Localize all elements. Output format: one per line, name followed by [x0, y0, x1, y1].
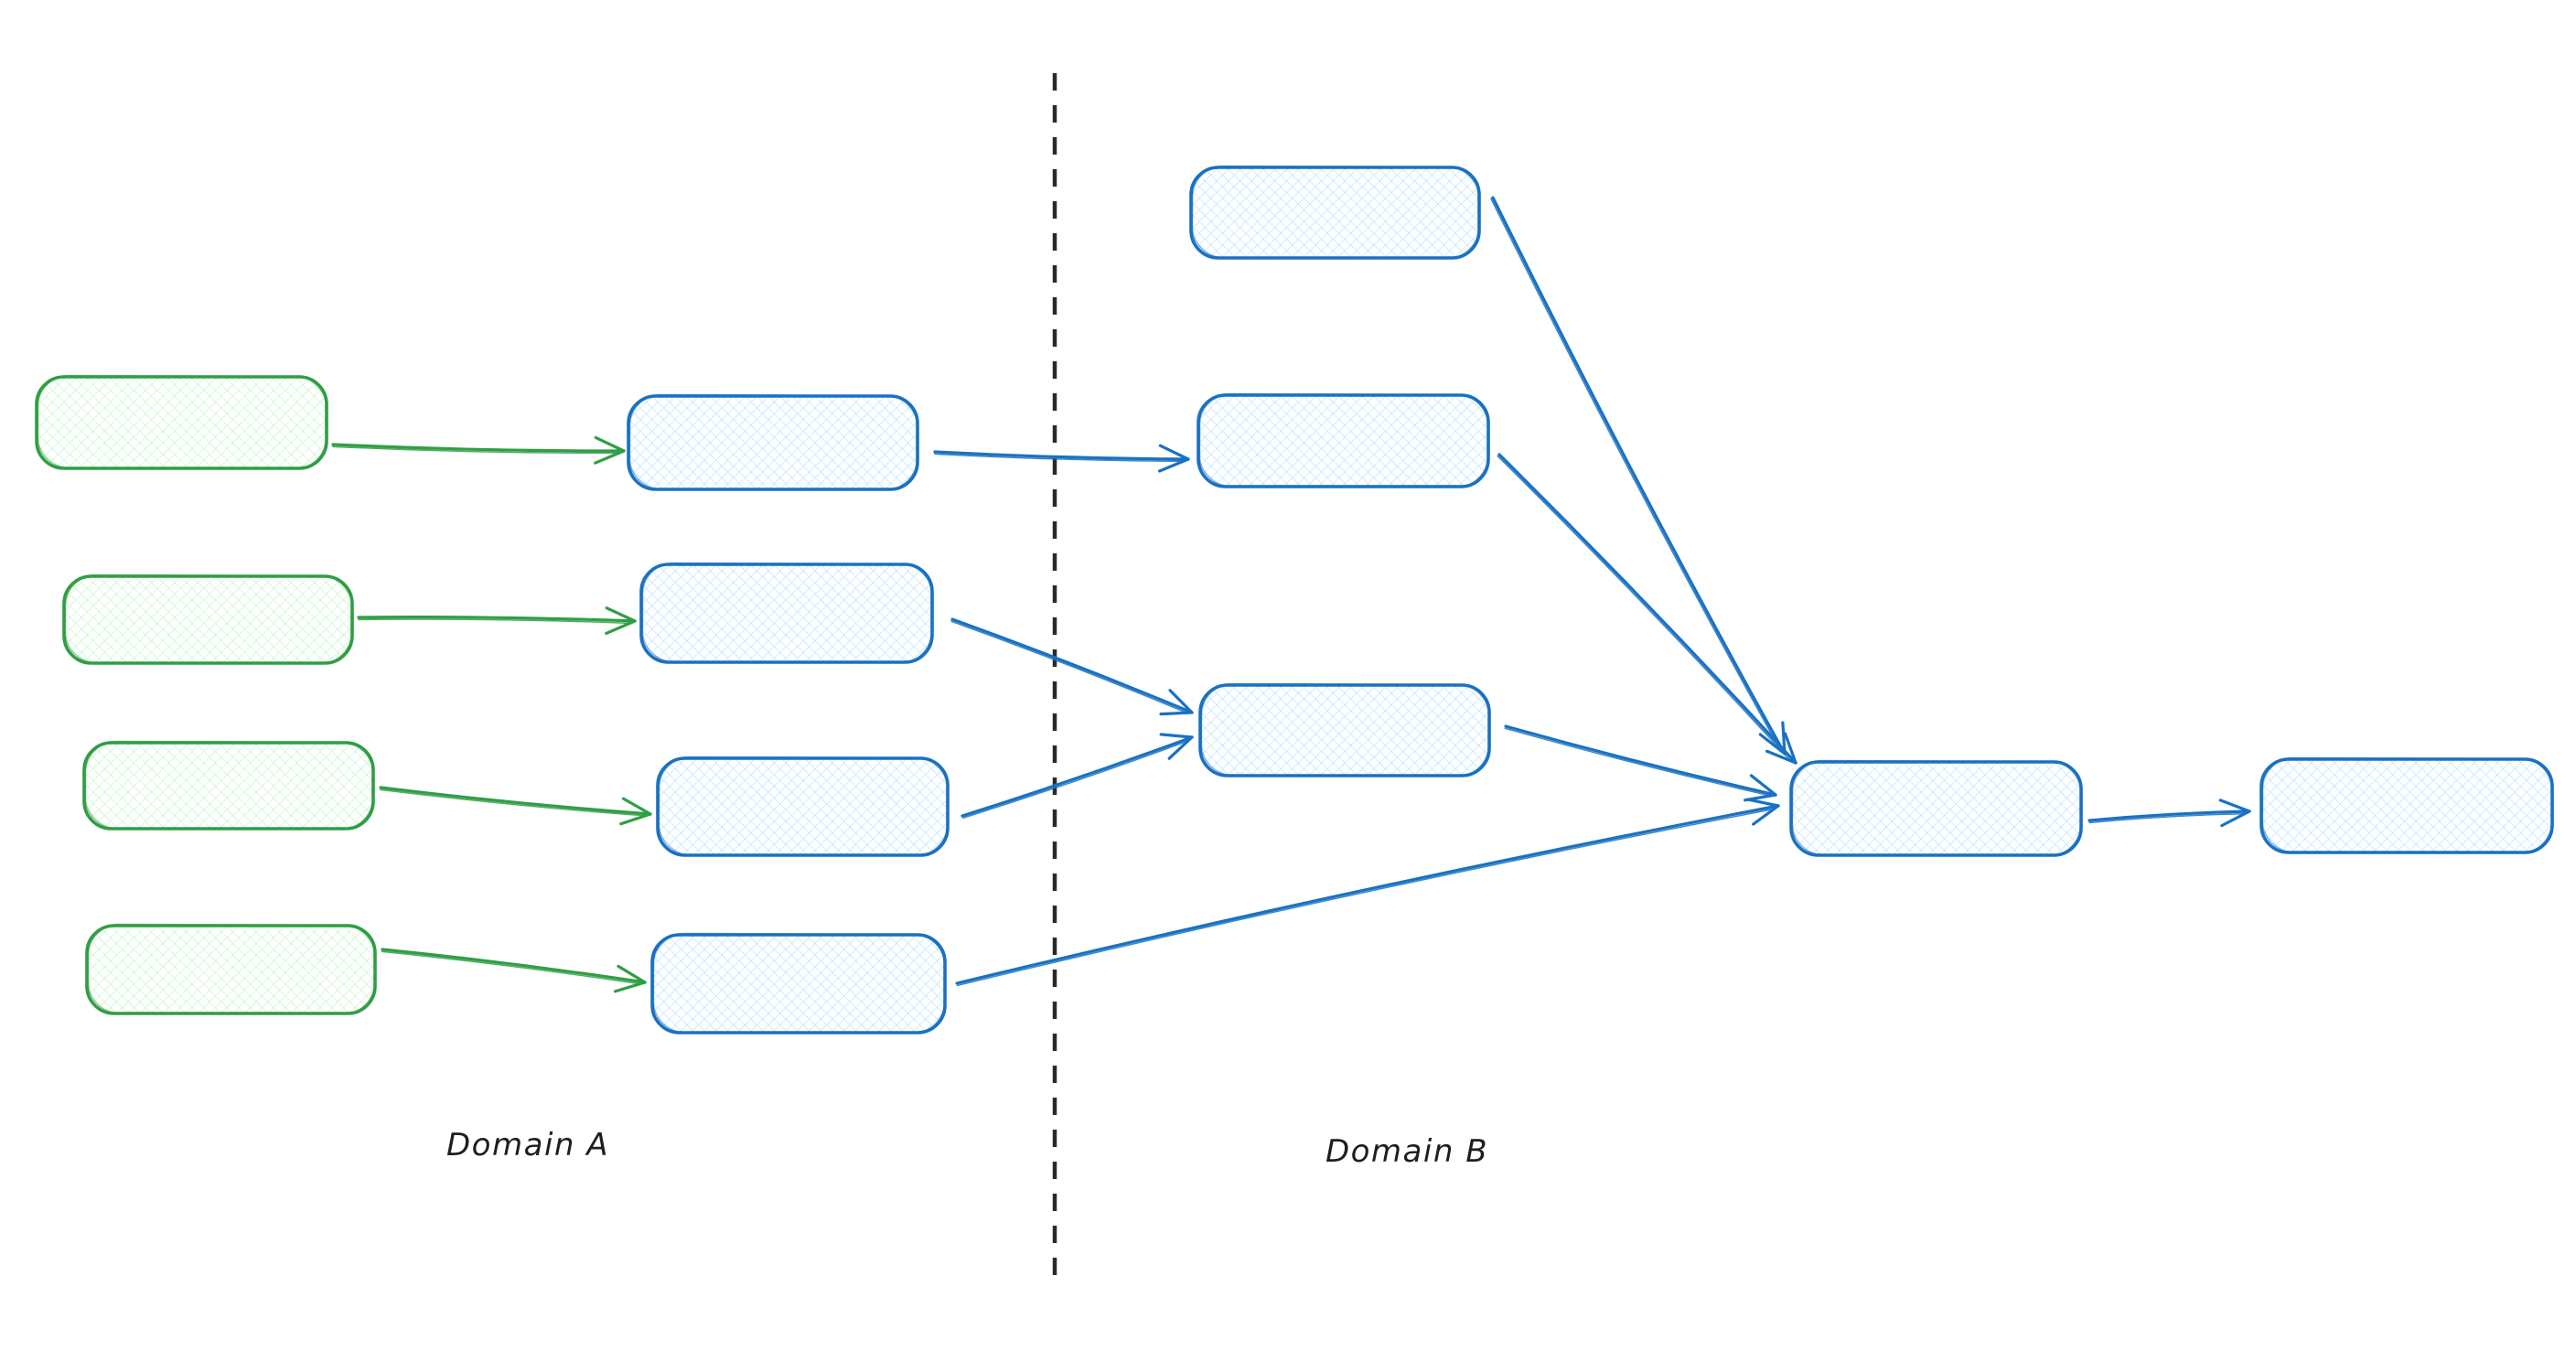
node-process-a3[interactable]	[656, 756, 950, 857]
domain-b-label[interactable]: Domain B	[1326, 1133, 1488, 1170]
arrow-hub-b-to-output-b[interactable]	[2088, 799, 2251, 828]
node-source-a4-shape[interactable]	[85, 924, 377, 1015]
node-output-b-shape[interactable]	[2259, 757, 2554, 854]
domain-a-label[interactable]: Domain A	[446, 1127, 609, 1163]
arrow-source-a1-to-process-a1[interactable]	[331, 435, 626, 465]
node-process-a2[interactable]	[639, 562, 934, 664]
arrow-node-b1-to-hub-b[interactable]	[1490, 196, 1787, 756]
arrow-source-a3-to-process-a3[interactable]	[379, 786, 652, 826]
node-process-a4-shape[interactable]	[650, 933, 947, 1034]
node-node-b3[interactable]	[1198, 682, 1491, 777]
node-node-b1[interactable]	[1189, 165, 1481, 260]
node-process-a1-shape[interactable]	[627, 394, 919, 491]
node-node-b2-shape[interactable]	[1197, 393, 1490, 488]
arrow-process-a4-to-hub-b[interactable]	[955, 798, 1780, 987]
node-source-a2[interactable]	[62, 573, 354, 665]
node-hub-b[interactable]	[1789, 759, 2083, 857]
node-source-a3[interactable]	[82, 740, 375, 831]
node-source-a2-shape[interactable]	[62, 574, 354, 665]
arrow-process-a3-to-node-b3[interactable]	[961, 733, 1194, 820]
node-node-b2[interactable]	[1197, 392, 1490, 488]
arrow-node-b3-to-hub-b[interactable]	[1504, 724, 1777, 802]
arrow-source-a2-to-process-a2[interactable]	[357, 606, 637, 636]
node-process-a2-shape[interactable]	[639, 563, 934, 664]
node-output-b[interactable]	[2259, 756, 2554, 854]
node-source-a3-shape[interactable]	[82, 741, 375, 831]
node-node-b3-shape[interactable]	[1198, 683, 1491, 777]
arrow-node-b2-to-hub-b[interactable]	[1497, 453, 1798, 765]
node-source-a1[interactable]	[35, 374, 328, 470]
arrow-process-a2-to-node-b3[interactable]	[950, 617, 1194, 716]
node-process-a3-shape[interactable]	[656, 756, 950, 857]
node-source-a1-shape[interactable]	[35, 375, 328, 470]
node-process-a1[interactable]	[627, 393, 919, 491]
arrow-process-a1-to-node-b2[interactable]	[933, 444, 1190, 473]
node-node-b1-shape[interactable]	[1189, 166, 1481, 260]
node-hub-b-shape[interactable]	[1789, 760, 2083, 857]
arrow-source-a4-to-process-a4[interactable]	[381, 948, 647, 993]
node-process-a4[interactable]	[650, 932, 947, 1034]
node-source-a4[interactable]	[85, 923, 377, 1015]
